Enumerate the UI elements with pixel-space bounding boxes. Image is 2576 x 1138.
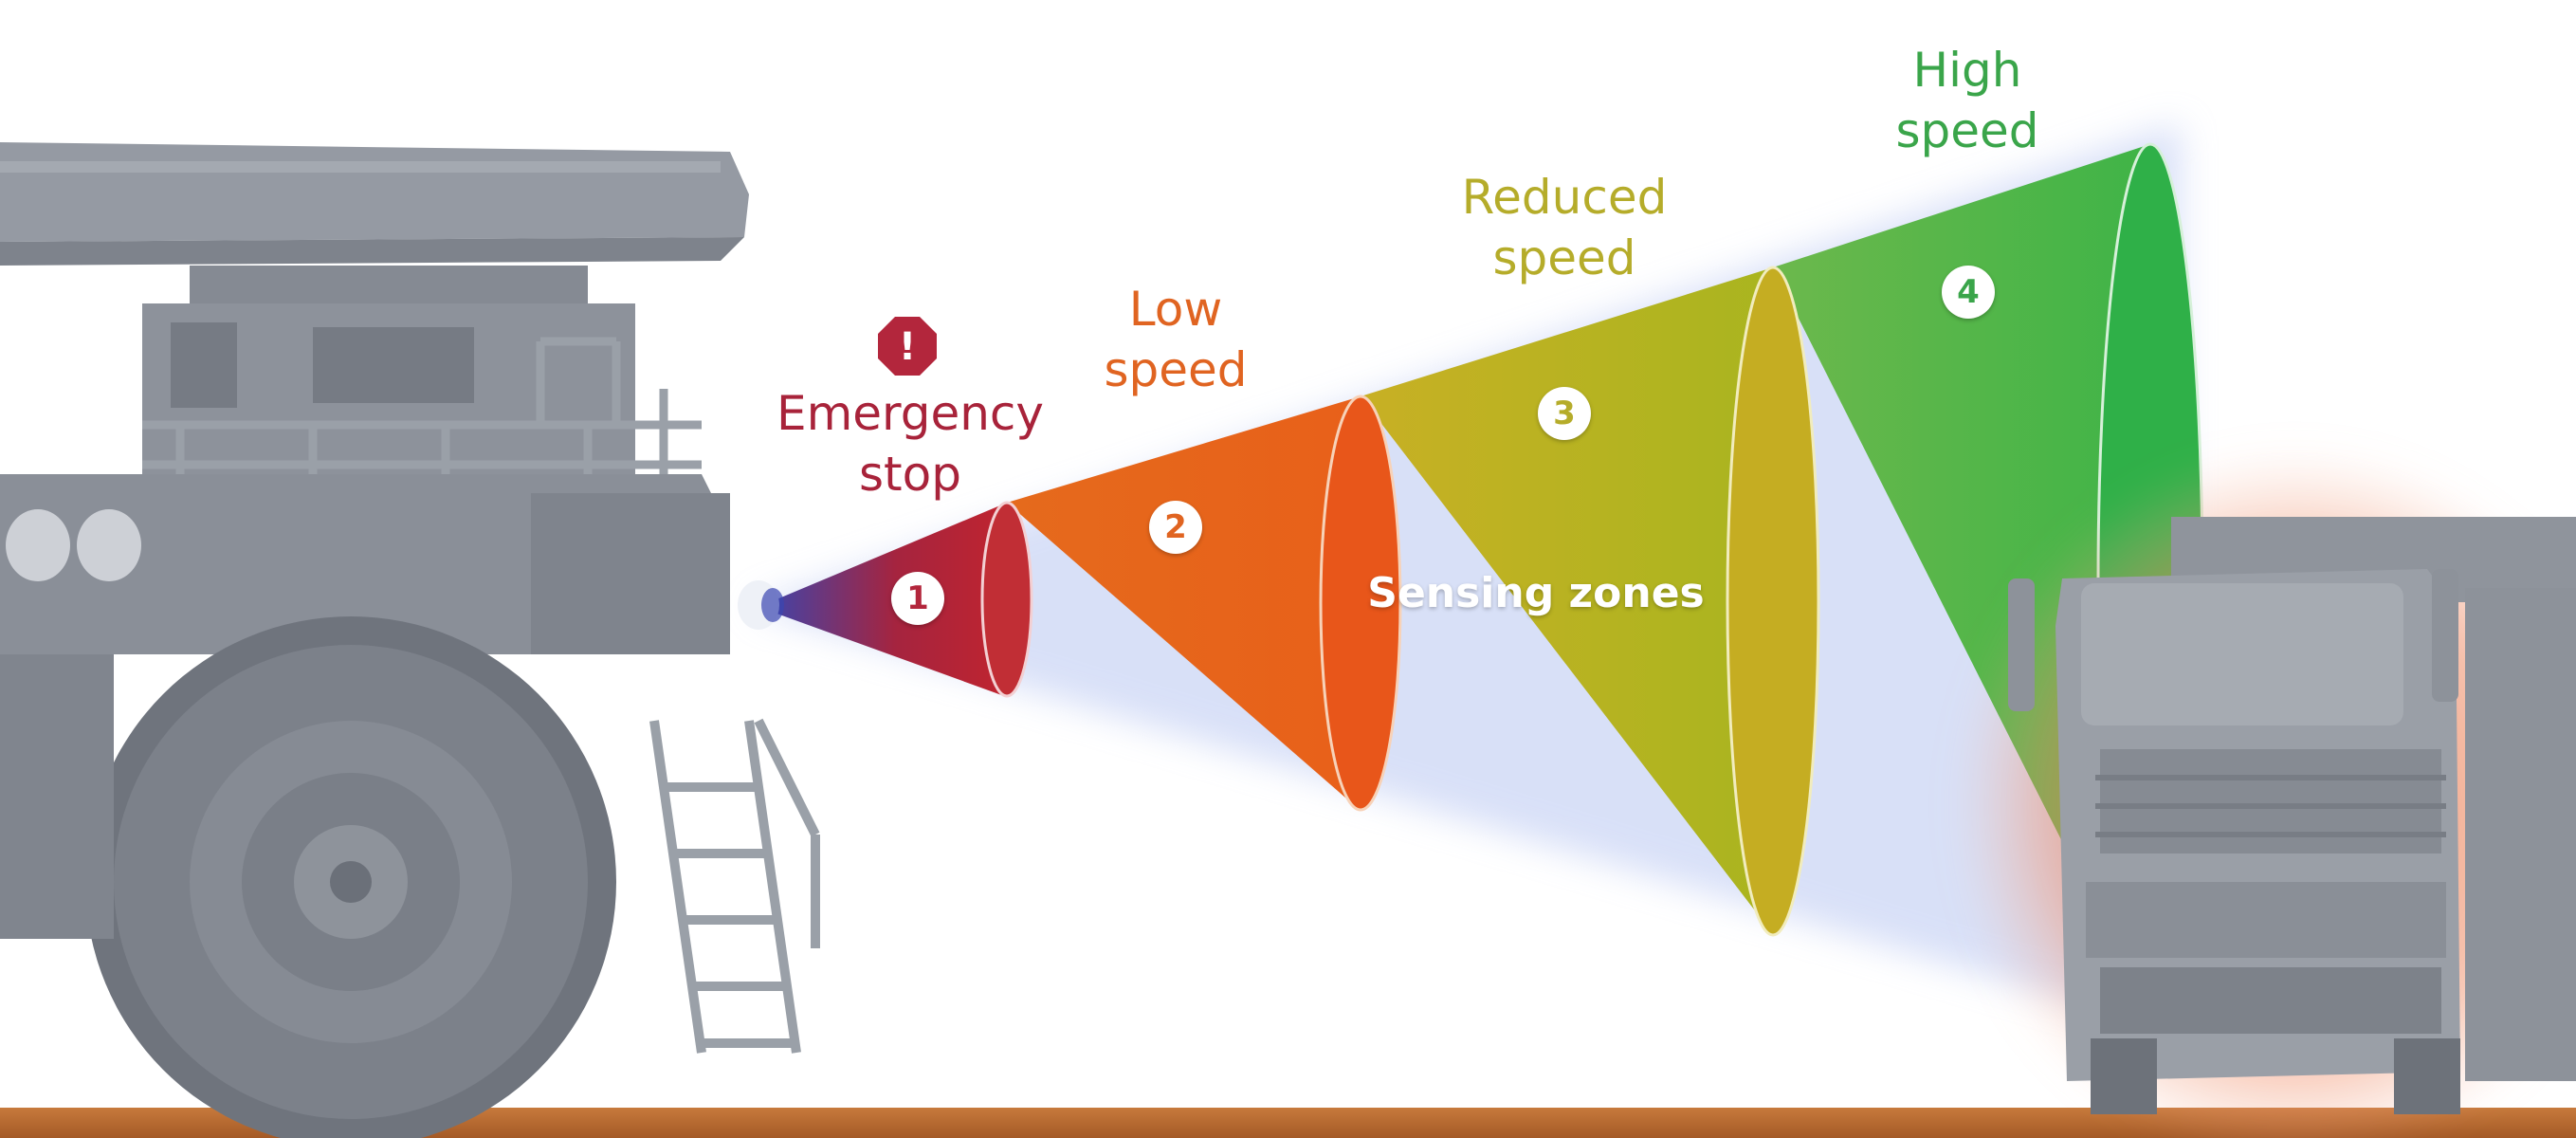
zone-2-label: Low speed: [1062, 279, 1289, 400]
zone-1-badge: 1: [891, 572, 944, 625]
zone-3-badge: 3: [1538, 387, 1591, 440]
obstacle-truck: [2008, 517, 2576, 1114]
zone-2-label-line-1: Low: [1128, 282, 1223, 337]
zone-2-segment: [1007, 396, 1361, 811]
sensing-zones-label: Sensing zones: [1367, 569, 1705, 617]
zone-3-label: Reduced speed: [1432, 167, 1697, 288]
zone-4-label: High speed: [1854, 40, 2081, 161]
zone-2-boundary: [1319, 395, 1402, 812]
zone-3-label-line-2: speed: [1492, 230, 1636, 285]
zone-4-label-line-1: High: [1912, 43, 2022, 98]
zone-3-segment: [1361, 267, 1773, 934]
zone-3-boundary: [1726, 266, 1820, 937]
zone-2-badge: 2: [1149, 501, 1202, 554]
zone-4-badge: 4: [1942, 266, 1995, 319]
zone-1-boundary: [980, 501, 1033, 698]
zone-2-label-line-2: speed: [1104, 342, 1248, 397]
haul-truck: [0, 142, 820, 1138]
zone-1-label: Emergency stop: [749, 383, 1071, 505]
warning-octagon-icon: !: [878, 317, 937, 376]
zone-3-label-line-1: Reduced: [1461, 170, 1668, 225]
zone-4-label-line-2: speed: [1895, 103, 2039, 158]
zone-1-label-line-2: stop: [859, 447, 961, 502]
warning-glyph: !: [899, 325, 916, 369]
zone-1-segment: [758, 503, 1007, 697]
zone-1-label-line-1: Emergency: [776, 386, 1044, 441]
